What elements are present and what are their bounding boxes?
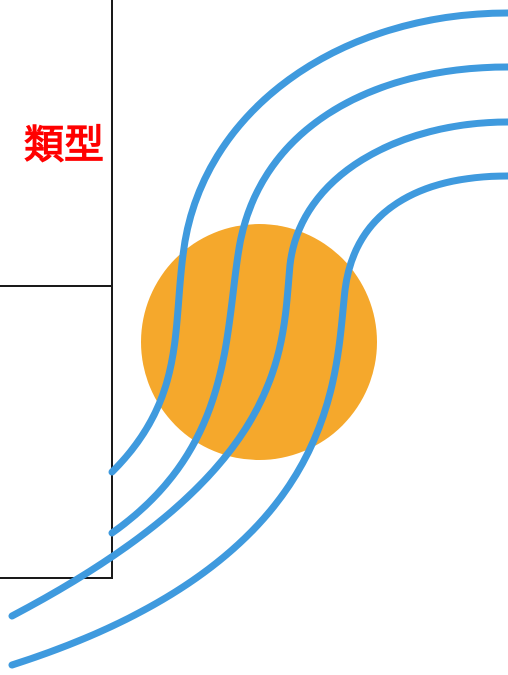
orange-circle xyxy=(141,224,377,460)
wave-line-1 xyxy=(108,9,508,476)
blue-wave-lines xyxy=(8,9,508,669)
panel-box xyxy=(0,0,113,579)
wave-line-4 xyxy=(8,172,508,669)
panel-box-bottom xyxy=(0,285,113,579)
heading-text: 類型 xyxy=(24,122,104,168)
wave-line-2 xyxy=(108,63,508,537)
wave-line-3 xyxy=(8,118,508,620)
